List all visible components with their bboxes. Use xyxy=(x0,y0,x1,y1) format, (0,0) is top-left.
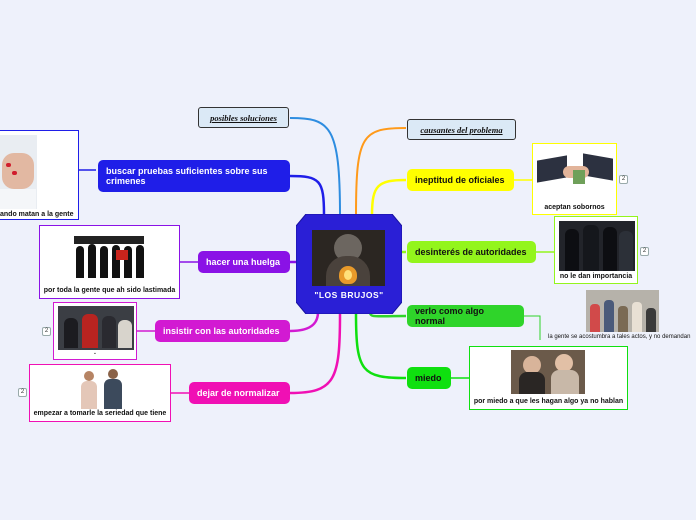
handshake-image xyxy=(537,148,613,196)
caption-insistir-autoridades: . xyxy=(94,349,96,356)
card-hacer-huelga[interactable]: por toda la gente que ah sido lastimada xyxy=(39,225,180,299)
topic-buscar-pruebas-label: buscar pruebas suficientes sobre sus cri… xyxy=(106,166,268,186)
caption-hacer-huelga: por toda la gente que ah sido lastimada xyxy=(43,287,176,294)
topic-desinteres-label: desinterés de autoridades xyxy=(415,247,527,257)
topic-insistir-autoridades-label: insistir con las autoridades xyxy=(163,326,280,336)
topic-dejar-normalizar-label: dejar de normalizar xyxy=(197,388,280,398)
causantes-header[interactable]: causantes del problema xyxy=(407,119,516,140)
topic-buscar-pruebas[interactable]: buscar pruebas suficientes sobre sus cri… xyxy=(98,160,290,192)
topic-dejar-normalizar[interactable]: dejar de normalizar xyxy=(189,382,290,404)
caption-verlo-normal: la gente se acostumbra a tales actos, y … xyxy=(548,334,691,340)
topic-desinteres[interactable]: desinterés de autoridades xyxy=(407,241,536,263)
count-badge-insistir[interactable]: 2 xyxy=(42,327,51,336)
card-desinteres[interactable]: no le dan importancia xyxy=(554,216,638,284)
hands-image xyxy=(0,135,37,209)
caption-ineptitud: aceptan sobornos xyxy=(544,204,605,211)
topic-miedo-label: miedo xyxy=(415,373,442,383)
card-ineptitud[interactable]: aceptan sobornos xyxy=(532,143,617,215)
street-image xyxy=(586,290,659,332)
topic-ineptitud[interactable]: ineptitud de oficiales xyxy=(407,169,514,191)
crowd-image xyxy=(58,306,134,350)
police-image xyxy=(559,221,635,271)
worried-women-image xyxy=(511,350,585,394)
topic-miedo[interactable]: miedo xyxy=(407,367,451,389)
card-dejar-normalizar[interactable]: empezar a tomarle la seriedad que tiene xyxy=(29,364,171,422)
topic-hacer-huelga[interactable]: hacer una huelga xyxy=(198,251,290,273)
caption-miedo: por miedo a que les hagan algo ya no hab… xyxy=(473,398,624,405)
topic-hacer-huelga-label: hacer una huelga xyxy=(206,257,281,267)
count-badge-desinteres[interactable]: 2 xyxy=(640,247,649,256)
count-badge-normalizar[interactable]: 2 xyxy=(18,388,27,397)
topic-verlo-normal-label: verlo como algo normal xyxy=(415,306,485,326)
card-insistir-autoridades[interactable]: . xyxy=(53,302,137,360)
topic-verlo-normal[interactable]: verlo como algo normal xyxy=(407,305,524,327)
brujos-image xyxy=(312,230,385,286)
couple-image xyxy=(64,367,138,409)
card-buscar-pruebas[interactable]: ando matan a la gente xyxy=(0,130,79,220)
topic-ineptitud-label: ineptitud de oficiales xyxy=(415,175,505,185)
caption-dejar-normalizar: empezar a tomarle la seriedad que tiene xyxy=(33,410,167,417)
caption-buscar-pruebas: ando matan a la gente xyxy=(0,211,74,218)
central-node[interactable]: "LOS BRUJOS" xyxy=(296,214,402,314)
protest-image xyxy=(72,230,148,282)
central-title: "LOS BRUJOS" xyxy=(314,290,384,300)
topic-insistir-autoridades[interactable]: insistir con las autoridades xyxy=(155,320,290,342)
count-badge-ineptitud[interactable]: 2 xyxy=(619,175,628,184)
caption-desinteres: no le dan importancia xyxy=(559,273,633,280)
card-miedo[interactable]: por miedo a que les hagan algo ya no hab… xyxy=(469,346,628,410)
posibles-soluciones-header[interactable]: posibles soluciones xyxy=(198,107,289,128)
